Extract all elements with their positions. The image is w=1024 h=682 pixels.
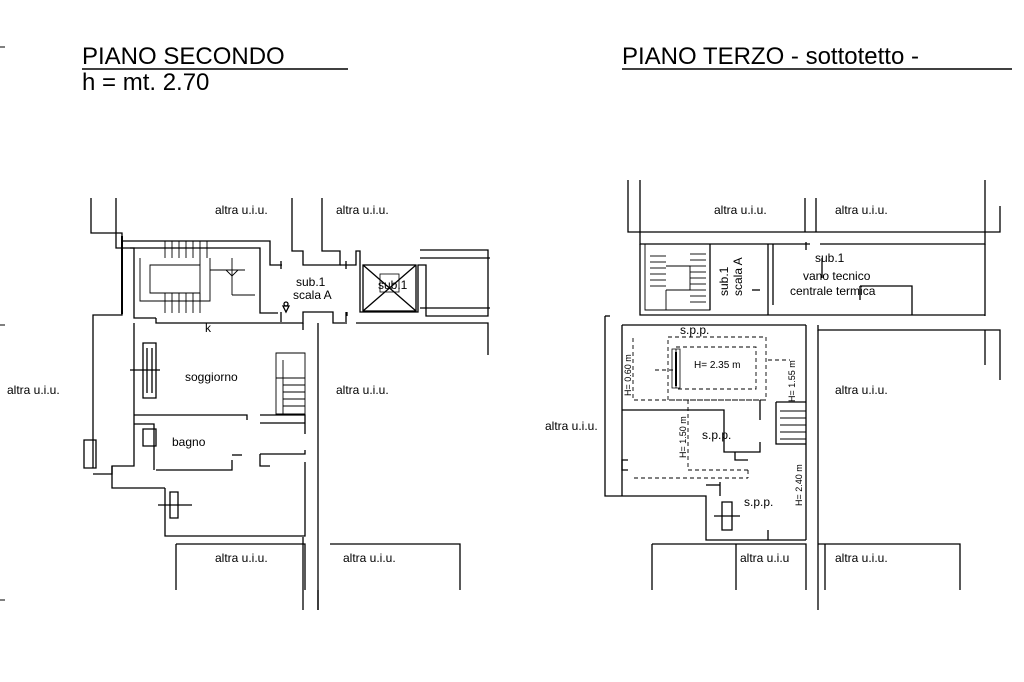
right-label-top-right: altra u.i.u. <box>835 203 888 217</box>
left-plan-title: PIANO SECONDO <box>82 43 285 70</box>
right-label-centrale: centrale termica <box>790 284 876 298</box>
right-plan-title: PIANO TERZO - sottotetto - <box>622 43 919 70</box>
left-label-right-mid: altra u.i.u. <box>336 383 389 397</box>
right-label-scala-vertical: scala A <box>731 257 745 296</box>
wall-left <box>90 198 123 468</box>
right-label-h155: H= 1.55 m <box>787 360 797 402</box>
right-label-sub1: sub.1 <box>815 251 845 265</box>
left-label-bottom-left: altra u.i.u. <box>215 551 268 565</box>
left-label-scala: scala A <box>293 288 332 302</box>
right-label-side: altra u.i.u. <box>545 419 598 433</box>
right-label-spp-top: s.p.p. <box>680 323 709 337</box>
left-label-sub1: sub.1 <box>296 275 326 289</box>
left-label-top-left: altra u.i.u. <box>215 203 268 217</box>
right-label-bottom-left: altra u.i.u <box>740 551 789 565</box>
right-label-spp-mid: s.p.p. <box>702 428 731 442</box>
right-label-h235: H= 2.35 m <box>694 360 740 371</box>
left-label-k: k <box>205 321 212 335</box>
left-label-bottom-right: altra u.i.u. <box>343 551 396 565</box>
left-label-bagno: bagno <box>172 435 206 449</box>
left-plan-height: h = mt. 2.70 <box>82 69 209 96</box>
right-label-h240: H= 2.40 m <box>794 464 804 506</box>
right-label-h060: H= 0.60 m <box>623 354 633 396</box>
edge-ticks <box>0 46 5 601</box>
left-label-side: altra u.i.u. <box>7 383 60 397</box>
right-label-h150: H= 1.50 m <box>678 416 688 458</box>
right-label-spp-bot: s.p.p. <box>744 495 773 509</box>
right-label-sub1-vertical: sub.1 <box>717 266 731 296</box>
left-label-soggiorno: soggiorno <box>185 370 238 384</box>
right-label-top-left: altra u.i.u. <box>714 203 767 217</box>
left-label-sub1-box: sub.1 <box>378 278 408 292</box>
right-label-bottom-right: altra u.i.u. <box>835 551 888 565</box>
right-label-vano: vano tecnico <box>803 269 871 283</box>
left-label-top-right: altra u.i.u. <box>336 203 389 217</box>
plan-piano-terzo <box>604 68 1012 610</box>
right-label-right-mid: altra u.i.u. <box>835 383 888 397</box>
plan-piano-secondo <box>82 68 490 610</box>
